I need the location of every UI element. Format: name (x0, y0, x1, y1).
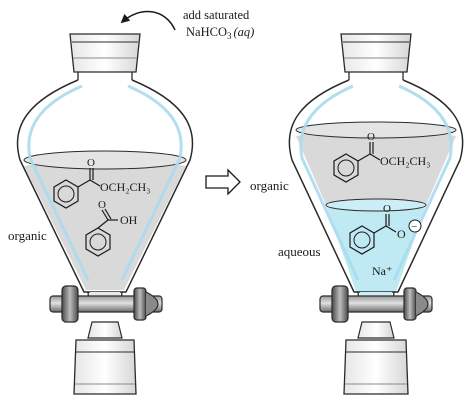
right-carboxylate-molecule: O O − Na⁺ (349, 203, 422, 278)
reagent-annotation: add saturated NaHCO3(aq) (120, 8, 254, 41)
right-separatory-funnel: O OCH₂CH₃ O O − Na⁺ organic aqueous (250, 33, 464, 395)
reagent-formula: NaHCO3(aq) (186, 25, 254, 41)
left-ester-molecule: O OCH₂CH₃ (53, 157, 150, 209)
process-arrow (205, 168, 241, 196)
right-stopper (340, 33, 412, 73)
left-drain-tip (87, 321, 123, 339)
reagent-arrow (120, 10, 176, 31)
negative-charge: − (411, 221, 417, 233)
left-ester-group: OCH₂CH₃ (100, 180, 150, 194)
counter-ion: Na⁺ (372, 264, 392, 278)
right-aqueous-label: aqueous (278, 244, 321, 259)
left-acid-carbonyl-o: O (98, 199, 106, 211)
right-ester-carbonyl-o: O (367, 131, 375, 143)
left-ester-carbonyl-o: O (87, 157, 95, 169)
right-ester-group: OCH₂CH₃ (380, 154, 430, 168)
left-stopper (69, 33, 141, 73)
right-drain-tip (357, 321, 395, 339)
left-acid-group: OH (120, 213, 138, 227)
right-ester-molecule: O OCH₂CH₃ (333, 131, 430, 183)
right-organic-label: organic (250, 178, 289, 193)
left-separatory-funnel: O OCH₂CH₃ O OH organic (8, 33, 194, 395)
right-aqueous-layer (326, 205, 426, 292)
right-stopcock (319, 285, 433, 323)
right-organic-layer (296, 129, 456, 205)
left-organic-label: organic (8, 228, 47, 243)
left-acid-molecule: O OH (85, 199, 138, 257)
right-carboxylate-carbonyl-o: O (383, 203, 391, 215)
right-carboxylate-o: O (397, 227, 406, 241)
left-stopcock (49, 285, 163, 323)
left-organic-layer (24, 158, 186, 290)
reagent-line1: add saturated (183, 8, 250, 22)
